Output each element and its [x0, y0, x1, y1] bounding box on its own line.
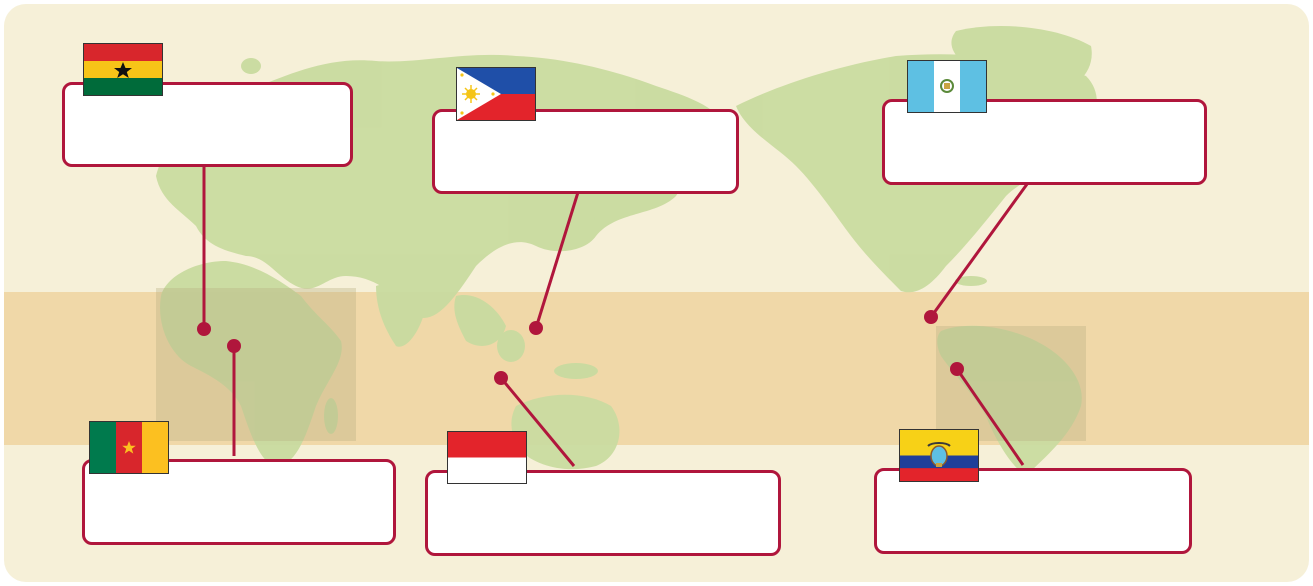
guatemala-connector	[929, 179, 1032, 318]
philippines-connector	[534, 188, 581, 329]
indonesia-marker	[494, 371, 508, 385]
southeast-asia-landmass	[454, 295, 506, 346]
india-landmass	[376, 284, 426, 347]
label-box-indonesia[interactable]	[425, 470, 781, 556]
cameroon-marker	[227, 339, 241, 353]
south-america-landmass	[937, 325, 1082, 476]
ghana-flag-icon	[83, 43, 163, 96]
britain-island	[241, 58, 261, 74]
philippines-marker	[529, 321, 543, 335]
australia-landmass	[511, 394, 620, 470]
indonesia-flag-icon	[447, 431, 527, 484]
guatemala-marker	[924, 310, 938, 324]
guatemala-flag-icon	[907, 60, 987, 113]
borneo-island	[497, 330, 525, 362]
ecuador-connector	[955, 368, 1025, 466]
new-guinea-island	[554, 363, 598, 379]
label-box-guatemala[interactable]	[882, 99, 1207, 185]
ghana-marker	[197, 322, 211, 336]
ecuador-flag-icon	[899, 429, 979, 482]
cameroon-flag-icon	[89, 421, 169, 474]
indonesia-connector	[499, 377, 576, 467]
madagascar-island	[324, 398, 338, 434]
cuba-island	[955, 276, 987, 286]
label-box-ecuador[interactable]	[874, 468, 1192, 554]
philippines-flag-icon	[456, 67, 536, 121]
ecuador-marker	[950, 362, 964, 376]
label-box-philippines[interactable]	[432, 109, 739, 194]
label-box-ghana[interactable]	[62, 82, 353, 167]
